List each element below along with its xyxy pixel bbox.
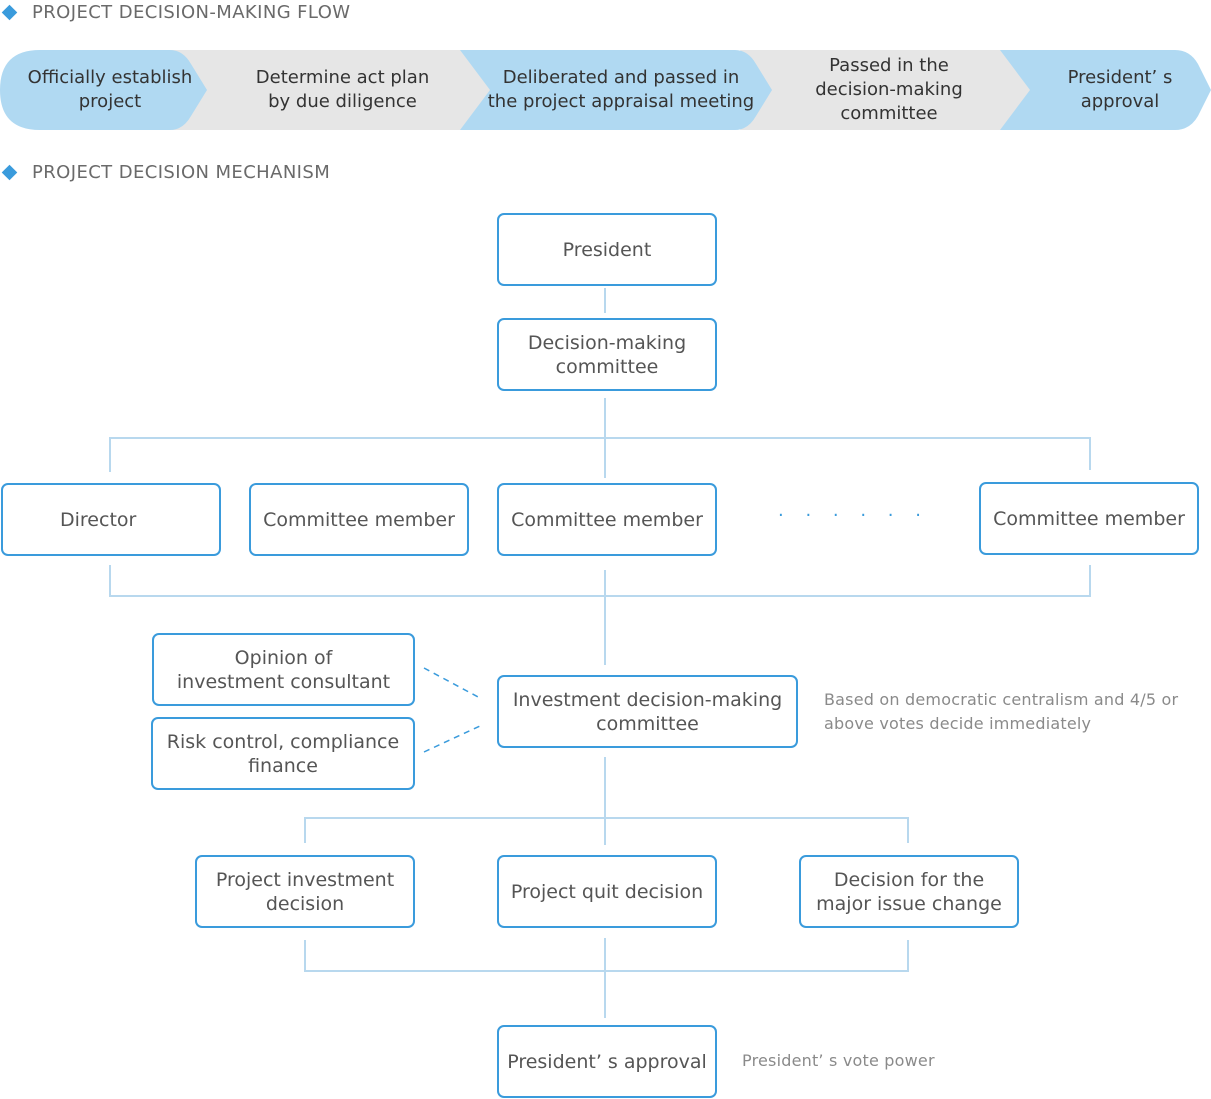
committee-member-box-1: Committee member — [249, 483, 469, 556]
decision-committee-box: Decision-making committee — [497, 318, 717, 391]
project-quit-decision-box: Project quit decision — [497, 855, 717, 928]
committee-member-box-3: Committee member — [979, 482, 1199, 555]
decisions-top-bracket — [304, 817, 909, 843]
flow-step-5: President’ s approval — [1067, 67, 1173, 112]
investment-committee-box: Investment decision-making committee — [497, 675, 798, 748]
mechanism-section-title: PROJECT DECISION MECHANISM — [0, 160, 330, 184]
dashed-link-risk-control — [423, 725, 481, 753]
major-issue-change-box: Decision for the major issue change — [799, 855, 1019, 928]
risk-control-box: Risk control, compliance finance — [151, 717, 415, 790]
flow-step-1: Officially establish project — [27, 67, 193, 112]
flow-step-shape-4 — [740, 50, 1030, 130]
flow-step-3: Deliberated and passed in the project ap… — [487, 67, 755, 112]
decisions-bottom-bracket — [304, 940, 909, 972]
flow-step-4: Passed in the decision-making committee — [815, 55, 963, 124]
flow-step-shape-5 — [995, 50, 1211, 130]
project-investment-decision-box: Project investment decision — [195, 855, 415, 928]
dashed-link-consultant — [423, 667, 481, 699]
members-top-bracket — [109, 437, 1091, 472]
flow-step-shape-2 — [170, 50, 490, 130]
flow-title: PROJECT DECISION-MAKING FLOW — [32, 1, 351, 23]
flow-chevrons — [0, 50, 1211, 130]
members-bottom-bracket — [109, 565, 1091, 597]
committee-member-box-2: Committee member — [497, 483, 717, 556]
investment-committee-note: Based on democratic centralism and 4/5 o… — [824, 690, 1179, 733]
flow-section-title: PROJECT DECISION-MAKING FLOW — [0, 0, 350, 24]
director-box: Director — [1, 483, 221, 556]
final-approval-note: President’ s vote power — [742, 1051, 935, 1070]
flow-step-shape-3 — [455, 50, 772, 130]
investment-consultant-box: Opinion of investment consultant — [152, 633, 415, 706]
flow-step-shape-1 — [0, 50, 207, 130]
final-approval-box: President’ s approval — [497, 1025, 717, 1098]
members-ellipsis: · · · · · · — [778, 505, 929, 526]
mechanism-title: PROJECT DECISION MECHANISM — [32, 161, 331, 183]
president-box: President — [497, 213, 717, 286]
flow-step-2: Determine act plan by due diligence — [255, 67, 430, 112]
